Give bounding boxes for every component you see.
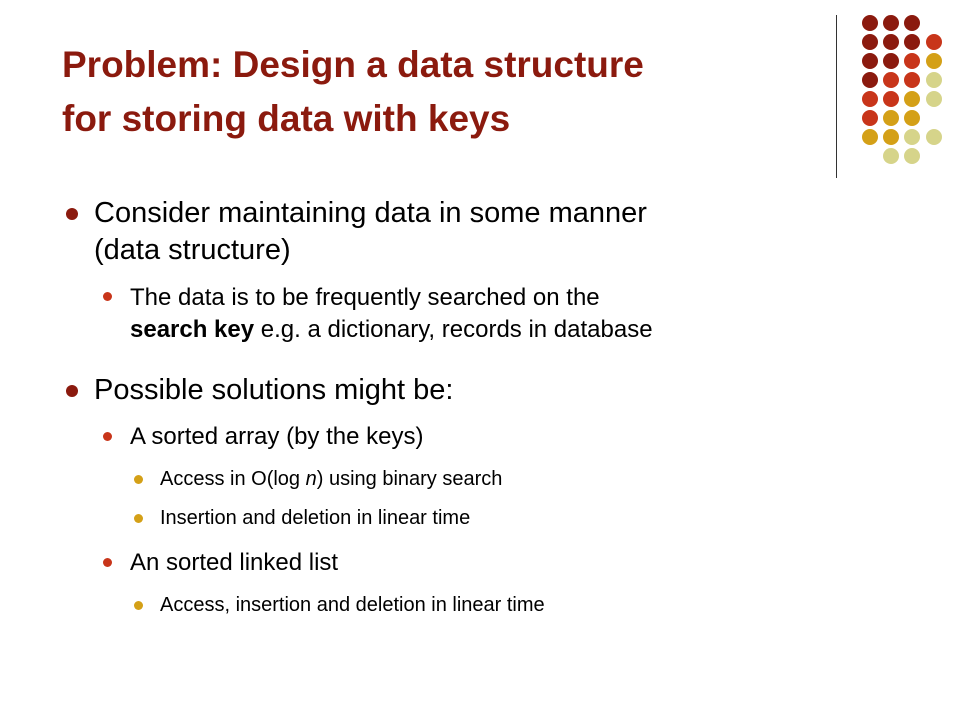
bullet-marker-2b	[103, 558, 112, 567]
title-line-1: Problem: Design a data structure	[62, 44, 644, 85]
bullet-1a-line-2: e.g. a dictionary, records in database	[254, 316, 653, 343]
decorative-dot	[883, 110, 899, 126]
bullet-2a-i-pre: Access in O(log	[160, 468, 306, 490]
decorative-dot	[904, 34, 920, 50]
bullet-2a-ii-text: Insertion and deletion in linear time	[160, 507, 471, 529]
decorative-dot	[862, 34, 878, 50]
bullet-2a-i-var: n	[305, 468, 317, 490]
decorative-dot	[862, 129, 878, 145]
bullet-2a-text: A sorted array (by the keys)	[130, 423, 424, 450]
title-divider	[836, 15, 837, 178]
bullet-1-line-1: Consider maintaining data in some manner	[94, 197, 647, 229]
bullet-marker-1	[66, 208, 78, 220]
decorative-dot	[883, 72, 899, 88]
bullet-2b-text: An sorted linked list	[130, 549, 339, 576]
decorative-dot	[883, 15, 899, 31]
decorative-dot	[926, 53, 942, 69]
decorative-dot	[862, 91, 878, 107]
search-key-term: search key	[130, 316, 255, 343]
bullet-marker-2	[66, 385, 78, 397]
decorative-dot	[904, 53, 920, 69]
decorative-dot	[926, 129, 942, 145]
decorative-dot	[904, 15, 920, 31]
bullet-marker-1a	[103, 292, 112, 301]
bullet-marker-2a	[103, 432, 112, 441]
title-line-2: for storing data with keys	[62, 98, 511, 139]
decorative-dot	[883, 53, 899, 69]
decorative-dot	[904, 110, 920, 126]
decorative-dot	[904, 91, 920, 107]
decorative-dot	[926, 91, 942, 107]
bullet-marker-2a-i	[134, 475, 143, 484]
decorative-dot	[883, 129, 899, 145]
bullet-2b-i-text: Access, insertion and deletion in linear…	[160, 594, 545, 616]
bullet-1-text: Consider maintaining data in some manner…	[94, 195, 647, 269]
decorative-dot	[904, 72, 920, 88]
decorative-dot	[883, 91, 899, 107]
bullet-marker-2b-i	[134, 601, 143, 610]
bullet-2-text: Possible solutions might be:	[94, 374, 454, 406]
decorative-dot	[926, 34, 942, 50]
decorative-dot	[862, 53, 878, 69]
decorative-dot	[883, 148, 899, 164]
decorative-dot	[862, 72, 878, 88]
bullet-1a-line-1: The data is to be frequently searched on…	[130, 284, 600, 311]
decorative-dot	[862, 15, 878, 31]
decorative-dot	[926, 72, 942, 88]
bullet-2a-i-text: Access in O(log n) using binary search	[160, 466, 502, 492]
decorative-dot	[862, 110, 878, 126]
decorative-dot	[904, 148, 920, 164]
bullet-1-line-2: (data structure)	[94, 234, 291, 266]
decorative-dot	[883, 34, 899, 50]
bullet-marker-2a-ii	[134, 514, 143, 523]
bullet-2a-i-post: ) using binary search	[316, 468, 503, 490]
bullet-1a-text: The data is to be frequently searched on…	[130, 282, 653, 346]
slide-title: Problem: Design a data structure for sto…	[62, 38, 822, 146]
decorative-dot	[904, 129, 920, 145]
